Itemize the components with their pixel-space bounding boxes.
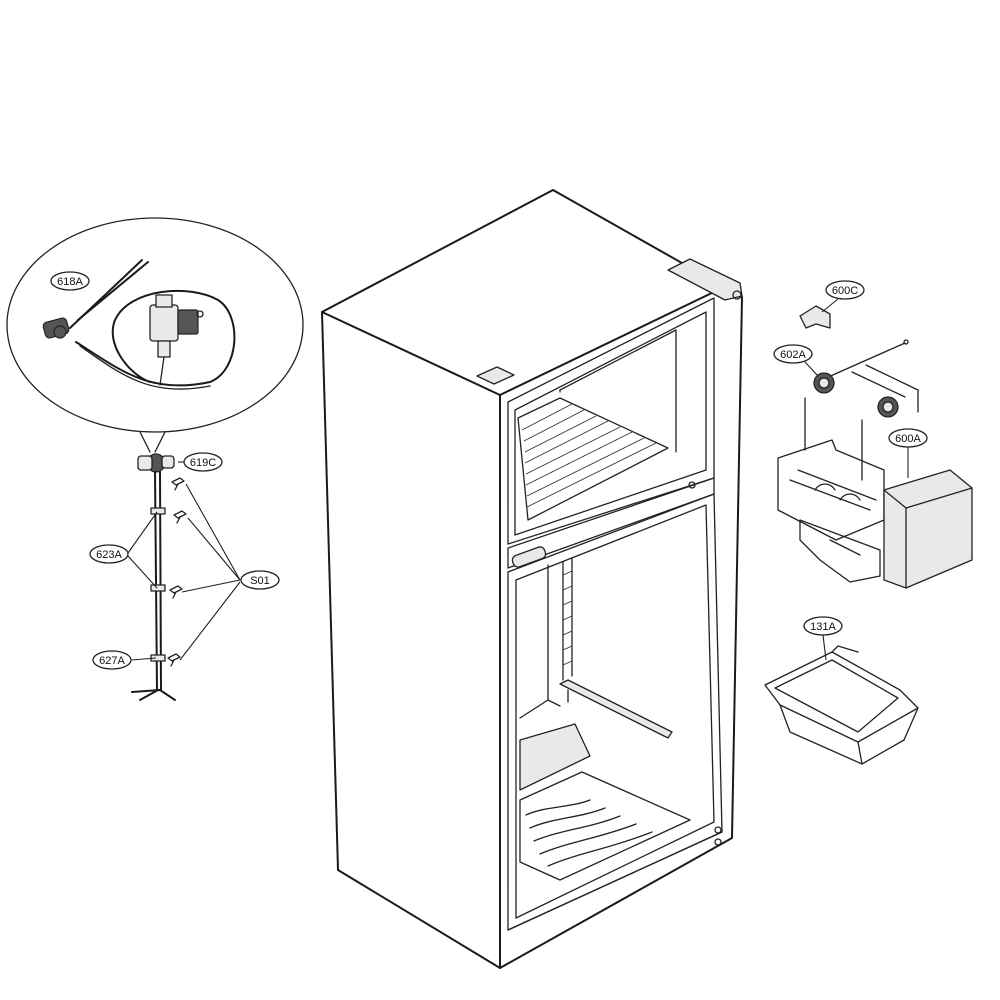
- callout-600C: 600C: [821, 280, 865, 313]
- svg-text:600C: 600C: [832, 285, 858, 297]
- water-valve-detail-bubble: [6, 217, 304, 453]
- ice-maker-icon: [777, 439, 973, 589]
- svg-text:627A: 627A: [99, 655, 125, 667]
- tube-fitting-icon: [137, 453, 175, 473]
- ice-maker-assembly: [777, 305, 973, 589]
- svg-text:619C: 619C: [190, 457, 216, 469]
- fresh-food-compartment: [507, 493, 723, 931]
- grommet-icon: [813, 372, 899, 418]
- callout-131A: 131A: [803, 616, 843, 661]
- callout-619C: 619C: [183, 452, 223, 472]
- water-tube-assembly: [127, 453, 241, 701]
- svg-text:131A: 131A: [810, 621, 836, 633]
- svg-text:618A: 618A: [57, 276, 83, 288]
- refrigerator-cabinet: [321, 189, 743, 969]
- callout-S01: S01: [240, 570, 280, 590]
- svg-text:S01: S01: [250, 575, 270, 587]
- screw-icon: [167, 477, 187, 667]
- callout-623A: 623A: [89, 544, 129, 564]
- fresh-food-bottom-shelf: [519, 771, 691, 881]
- svg-text:623A: 623A: [96, 549, 122, 561]
- svg-text:600A: 600A: [895, 433, 921, 445]
- ice-bin-icon: [764, 645, 919, 765]
- freezer-wire-shelf: [517, 397, 669, 521]
- callout-600A: 600A: [888, 428, 928, 478]
- water-valve-icon: [149, 294, 204, 386]
- svg-text:602A: 602A: [780, 349, 806, 361]
- callout-602A: 602A: [773, 344, 819, 377]
- callout-618A: 618A: [50, 271, 90, 291]
- callout-627A: 627A: [92, 650, 132, 670]
- freezer-compartment: [507, 297, 715, 545]
- inlet-fitting-icon: [42, 317, 70, 339]
